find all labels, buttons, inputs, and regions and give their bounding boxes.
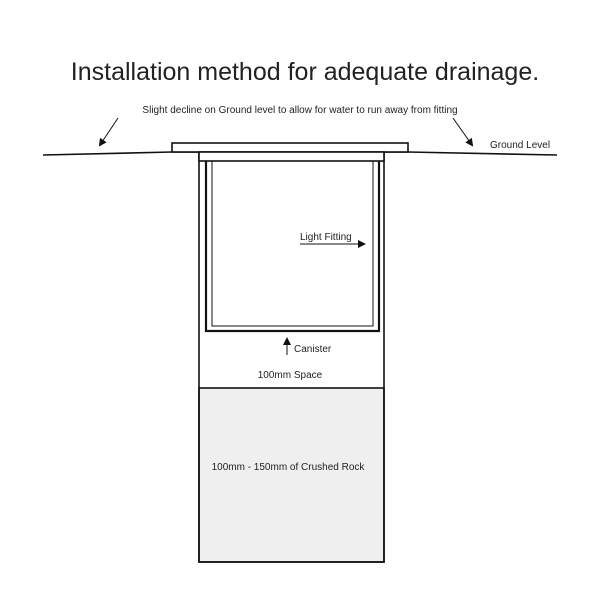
lid-plate <box>198 151 385 162</box>
title: Installation method for adequate drainag… <box>71 58 539 86</box>
lid <box>171 142 409 153</box>
decline-note: Slight decline on Ground level to allow … <box>142 105 457 116</box>
canister <box>204 161 381 333</box>
light-fitting <box>211 161 374 327</box>
crushed-rock-label: 100mm - 150mm of Crushed Rock <box>212 462 366 473</box>
decline-arrow-right <box>452 117 474 147</box>
space-label: 100mm Space <box>258 370 323 381</box>
ground-level-label: Ground Level <box>490 140 550 151</box>
canister-label: Canister <box>294 344 332 355</box>
crushed-rock-layer <box>198 387 385 563</box>
decline-arrow-left <box>98 117 119 147</box>
light-fitting-label: Light Fitting <box>300 232 352 243</box>
